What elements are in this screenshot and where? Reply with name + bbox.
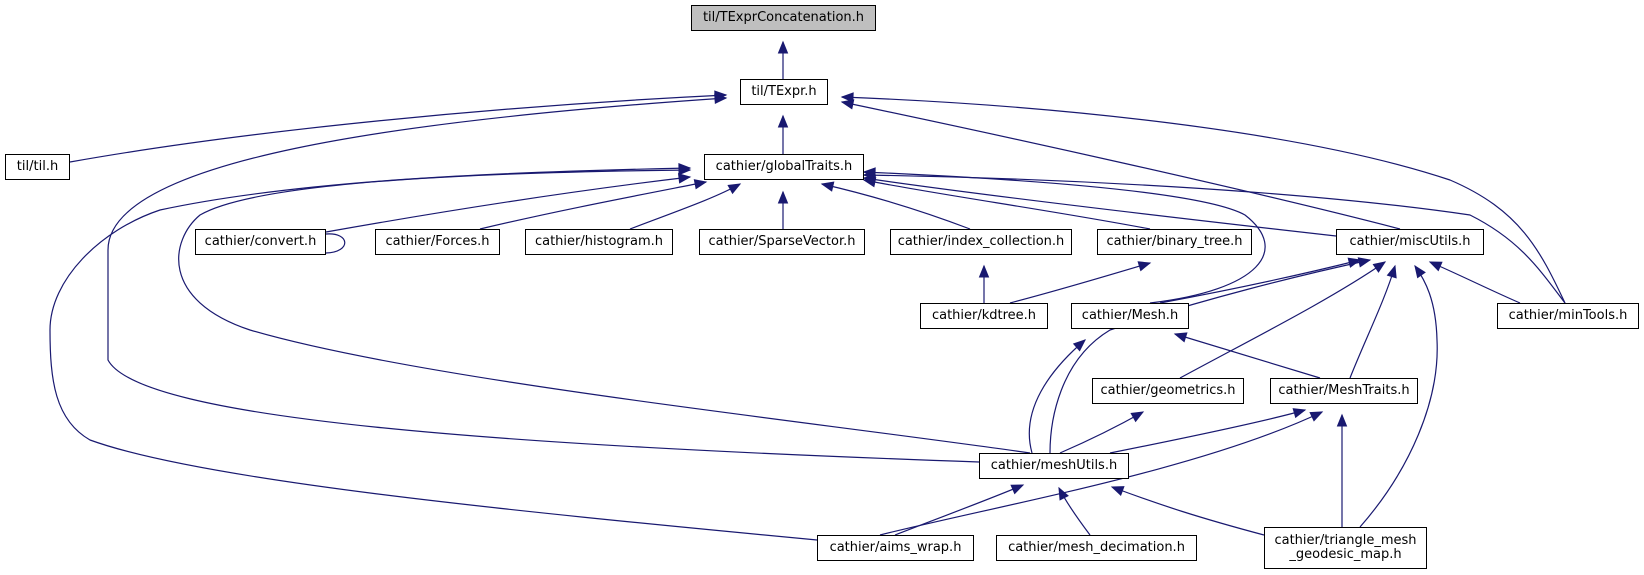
node-texpr[interactable]: til/TExpr.h	[740, 79, 828, 105]
arrowhead-meshutils-to-geometrics	[1130, 411, 1145, 423]
node-label: cathier/kdtree.h	[931, 308, 1037, 323]
edge-meshtraits-to-mesh	[1174, 333, 1321, 379]
arrowhead-texpr-to-concat	[777, 40, 789, 54]
edge-mesh-to-globaltraits	[863, 171, 1266, 304]
node-label: cathier/miscUtils.h	[1349, 234, 1471, 249]
arrowhead-aims-wrap-to-meshtraits	[1309, 411, 1324, 422]
node-label: cathier/SparseVector.h	[708, 234, 856, 249]
arrowhead-triangle-to-meshutils	[1110, 486, 1125, 496]
edge-meshutils-to-texpr	[107, 97, 980, 463]
arrowhead-mintools-to-miscutils	[1428, 261, 1443, 272]
edge-mintools-to-texpr	[841, 96, 1566, 304]
node-label-line-1: cathier/triangle_mesh	[1274, 533, 1417, 548]
arrowhead-triangle-to-miscutils	[1414, 264, 1426, 279]
node-mesh-decimation[interactable]: cathier/mesh_decimation.h	[996, 535, 1197, 561]
arrowhead-histogram-to-globaltraits	[727, 183, 742, 195]
arrowhead-mesh-decimation-to-meshutils	[1058, 486, 1069, 501]
node-til[interactable]: til/til.h	[5, 154, 70, 180]
node-forces[interactable]: cathier/Forces.h	[375, 229, 500, 255]
arrowhead-geometrics-to-miscutils	[1372, 261, 1387, 273]
node-mesh[interactable]: cathier/Mesh.h	[1071, 303, 1189, 329]
node-label: cathier/meshUtils.h	[990, 458, 1118, 473]
edge-triangle-to-miscutils	[1359, 265, 1438, 528]
edge-kdtree-to-binary-tree	[1009, 262, 1151, 304]
edge-index-collection-to-globaltraits	[821, 183, 971, 230]
edge-miscutils-to-globaltraits	[863, 177, 1337, 237]
node-globaltraits[interactable]: cathier/globalTraits.h	[704, 154, 864, 180]
edge-triangle-to-meshutils	[1111, 486, 1265, 536]
node-label: til/til.h	[16, 159, 59, 174]
edge-meshtraits-to-miscutils	[1349, 265, 1396, 379]
node-label: cathier/index_collection.h	[897, 234, 1065, 249]
node-label: cathier/globalTraits.h	[715, 159, 853, 174]
node-label: til/TExprConcatenation.h	[702, 10, 865, 25]
node-label-line-2: _geodesic_map.h	[1289, 547, 1402, 562]
node-meshtraits[interactable]: cathier/MeshTraits.h	[1270, 378, 1418, 404]
node-miscutils[interactable]: cathier/miscUtils.h	[1336, 229, 1484, 255]
node-label: til/TExpr.h	[751, 84, 817, 99]
arrowhead-meshutils-to-miscutils	[1357, 257, 1372, 268]
node-convert[interactable]: cathier/convert.h	[195, 229, 326, 255]
arrowhead-kdtree-to-binary-tree	[1137, 261, 1152, 272]
edge-forces-to-globaltraits	[479, 181, 707, 230]
edge-convert-to-globaltraits	[325, 176, 691, 233]
edge-geometrics-to-miscutils	[1179, 261, 1386, 379]
node-label: cathier/Forces.h	[385, 234, 490, 249]
edge-meshutils-to-mesh	[1028, 339, 1086, 454]
arrowhead-meshutils-to-mesh	[1072, 339, 1086, 352]
arrowhead-convert-to-globaltraits	[677, 173, 692, 184]
arrowhead-meshutils-to-meshtraits	[1292, 408, 1307, 419]
edge-til-to-texpr	[69, 94, 727, 163]
arrowhead-kdtree-to-index-collection	[978, 264, 990, 278]
edge-aims-wrap-to-meshtraits	[879, 411, 1323, 536]
node-label: cathier/binary_tree.h	[1106, 234, 1243, 249]
node-triangle-mesh-geodesic-map[interactable]: cathier/triangle_mesh _geodesic_map.h	[1264, 527, 1427, 569]
node-index-collection[interactable]: cathier/index_collection.h	[890, 229, 1072, 255]
arrowhead-aims-wrap-to-meshutils	[1010, 484, 1025, 495]
node-label: cathier/aims_wrap.h	[829, 540, 962, 555]
arrowhead-aims-wrap-to-globaltraits	[678, 163, 692, 174]
edge-binary-tree-to-globaltraits	[863, 179, 1151, 230]
node-label: cathier/mesh_decimation.h	[1008, 540, 1185, 555]
node-texpr-concatenation: til/TExprConcatenation.h	[691, 5, 876, 31]
edge-mintools-to-globaltraits	[863, 174, 1566, 304]
arrowhead-triangle-to-meshtraits	[1336, 413, 1348, 427]
arrowhead-index-collection-to-globaltraits	[820, 181, 835, 192]
node-kdtree[interactable]: cathier/kdtree.h	[920, 303, 1048, 329]
edge-aims-wrap-to-globaltraits	[49, 167, 818, 541]
arrowhead-meshtraits-to-mesh	[1173, 332, 1188, 343]
node-label: cathier/geometrics.h	[1100, 383, 1236, 398]
node-histogram[interactable]: cathier/histogram.h	[525, 229, 673, 255]
node-label: cathier/convert.h	[204, 234, 317, 249]
arrowhead-miscutils-to-texpr	[840, 99, 855, 110]
edge-meshutils-to-meshtraits	[1109, 409, 1306, 454]
arrowhead-forces-to-globaltraits	[693, 179, 708, 190]
node-label: cathier/Mesh.h	[1081, 308, 1179, 323]
node-mintools[interactable]: cathier/minTools.h	[1497, 303, 1639, 329]
node-label: cathier/minTools.h	[1508, 308, 1628, 323]
edge-miscutils-to-texpr	[841, 101, 1401, 230]
node-aims-wrap[interactable]: cathier/aims_wrap.h	[817, 535, 974, 561]
edge-mesh-to-miscutils	[1159, 259, 1361, 304]
arrowhead-mesh-to-globaltraits	[862, 167, 876, 178]
arrowhead-meshtraits-to-miscutils	[1386, 264, 1397, 279]
arrowhead-sparsevector-to-globaltraits	[777, 190, 789, 204]
node-label: cathier/MeshTraits.h	[1278, 383, 1410, 398]
node-label: cathier/histogram.h	[534, 234, 664, 249]
node-meshutils[interactable]: cathier/meshUtils.h	[979, 453, 1129, 479]
arrowhead-mintools-to-texpr	[840, 92, 854, 103]
node-sparsevector[interactable]: cathier/SparseVector.h	[699, 229, 865, 255]
arrowhead-meshutils-to-texpr	[714, 93, 728, 105]
node-binary-tree[interactable]: cathier/binary_tree.h	[1097, 229, 1252, 255]
node-geometrics[interactable]: cathier/geometrics.h	[1092, 378, 1244, 404]
arrowhead-globaltraits-to-texpr	[777, 114, 789, 128]
